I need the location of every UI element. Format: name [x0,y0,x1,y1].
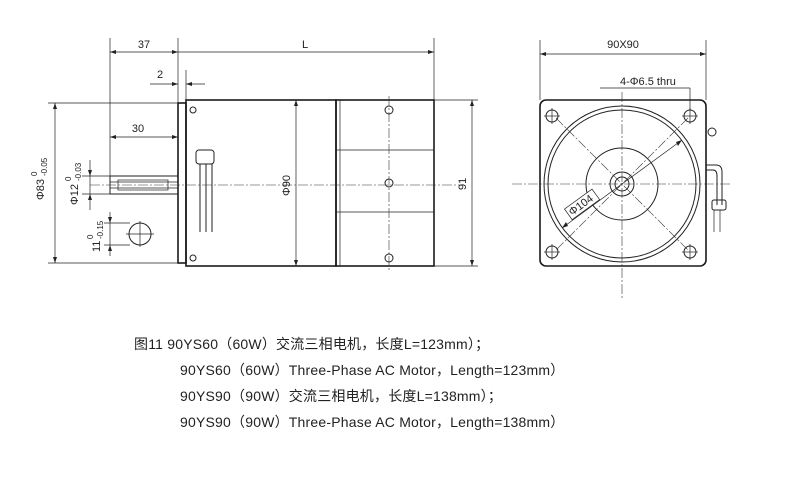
caption-line-4: 90YS90（90W）Three-Phase AC Motor，Length=1… [180,414,565,430]
dim-phi83-tol-lower: -0.05 [40,157,49,176]
dim-30-label: 30 [132,123,144,135]
front-view: 90X90 4-Φ6.5 thru Φ104 [512,39,732,298]
dim-11-label: 11 [91,241,103,252]
dim-phi12-label: Φ12 [69,184,81,205]
dim-37-label: 37 [138,39,150,51]
terminal-screw-icon [707,127,717,137]
dim-91-label: 91 [457,178,469,190]
dim-11-tol-upper: 0 [86,234,95,239]
side-view: 37 L 2 30 Φ83 0 -0.05 [30,38,478,270]
motor-dimension-drawing: 37 L 2 30 Φ83 0 -0.05 [30,38,732,298]
front-wire-clip [711,199,727,211]
dim-phi90-label: Φ90 [281,175,293,196]
flange-plate [177,102,187,264]
dim-phi12-tol-upper: 0 [64,176,73,181]
wire-gland [195,149,215,165]
caption-line-3: 90YS90（90W）交流三相电机，长度L=138mm）； [180,388,503,404]
dim-90x90-label: 90X90 [607,39,639,51]
dim-11-tol-lower: -0.15 [96,220,105,239]
dim-phi12-tol-lower: -0.03 [74,162,83,181]
caption-line-2: 90YS60（60W）Three-Phase AC Motor，Length=1… [180,362,565,378]
flange-screw-icon [189,106,197,114]
dim-phi83-tol-upper: 0 [30,171,39,176]
flange-screw-icon [189,254,197,262]
dim-phi83-label: Φ83 [35,179,47,200]
motor-end-cap [335,99,435,267]
dim-holes-label: 4-Φ6.5 thru [620,76,676,88]
motor-body [185,99,337,267]
front-flange [539,99,707,267]
dim-L-label: L [302,39,308,51]
caption-line-1: 图11 90YS60（60W）交流三相电机，长度L=123mm）； [134,336,490,352]
dim-2-label: 2 [157,69,163,81]
